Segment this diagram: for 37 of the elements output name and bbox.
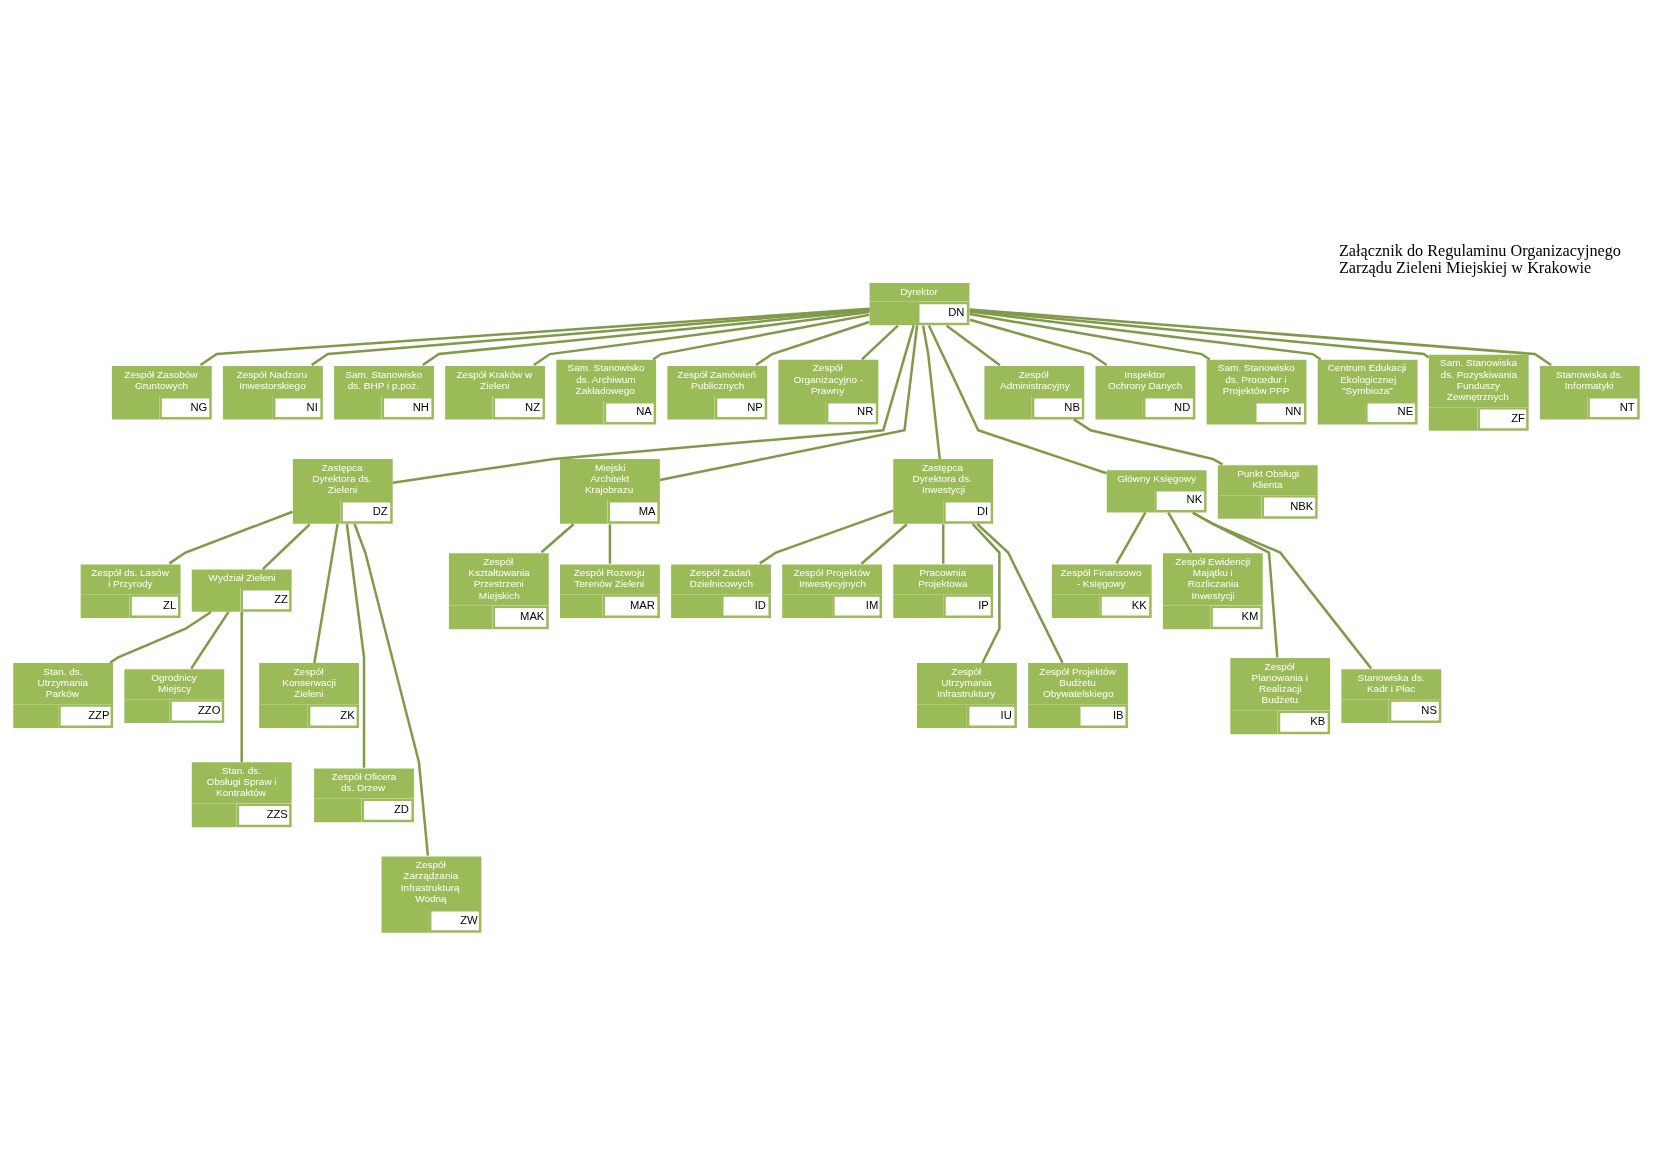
connector xyxy=(199,307,870,366)
connector xyxy=(755,320,870,366)
connector xyxy=(422,308,870,366)
connector xyxy=(971,522,1001,664)
connector xyxy=(861,324,899,360)
connector xyxy=(945,324,1001,366)
connector xyxy=(1167,511,1193,553)
connector xyxy=(190,610,230,669)
connector xyxy=(860,522,908,565)
connector xyxy=(1073,417,1223,465)
connector xyxy=(345,523,366,768)
connector xyxy=(759,508,894,564)
connector xyxy=(659,324,919,481)
connector xyxy=(969,307,1552,366)
connector xyxy=(261,522,311,570)
connector xyxy=(976,522,1064,663)
connector xyxy=(240,611,243,762)
connector xyxy=(969,312,1211,361)
connector xyxy=(353,523,430,856)
connector xyxy=(969,308,1430,358)
connector xyxy=(109,610,212,664)
connector xyxy=(921,325,942,459)
connector xyxy=(392,324,915,484)
connector xyxy=(608,523,612,564)
connector xyxy=(941,523,945,564)
connector xyxy=(168,510,294,564)
connector xyxy=(1115,511,1147,564)
connector xyxy=(313,523,339,663)
connector xyxy=(310,307,870,366)
connector xyxy=(1192,511,1373,669)
connector xyxy=(540,522,575,553)
diagram-title: Załącznik do Regulaminu Organizacyjnego Zarządu Zieleni Miejskiej w Krakowie xyxy=(1338,241,1621,277)
connector xyxy=(533,310,870,366)
connector xyxy=(969,309,1322,361)
connector xyxy=(927,324,1107,474)
connector xyxy=(652,313,870,361)
connector xyxy=(969,318,1108,366)
